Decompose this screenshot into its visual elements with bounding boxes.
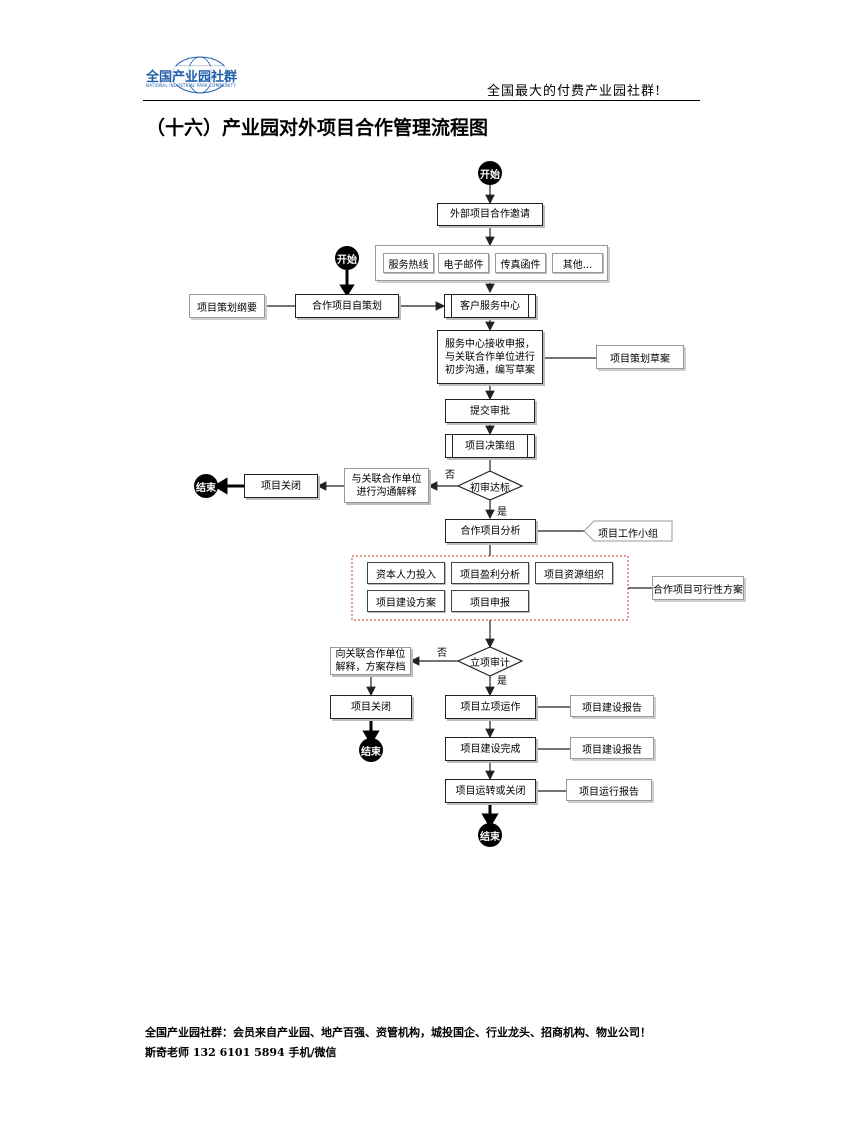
footer-line-1: 全国产业园社群：会员来自产业园、地产百强、资管机构，城投国企、行业龙头、招商机构… xyxy=(145,1026,651,1039)
analysis-step: 合作项目分析 xyxy=(445,519,536,543)
analysis-note: 项目工作小组 xyxy=(598,529,658,540)
channel-other: 其他... xyxy=(552,253,603,273)
complete-step: 项目建设完成 xyxy=(445,737,536,761)
channel-fax: 传真函件 xyxy=(495,253,546,273)
service-center-step: 客户服务中心 xyxy=(444,294,536,318)
channel-hotline: 服务热线 xyxy=(383,253,434,273)
operate-step: 项目立项运作 xyxy=(445,695,536,719)
analysis-item-profit: 项目盈利分析 xyxy=(451,562,529,584)
start-node-main: 开始 xyxy=(478,161,502,185)
approval-diamond xyxy=(456,646,524,677)
operate-note: 项目建设报告 xyxy=(570,695,654,717)
no-label-2: 否 xyxy=(437,648,447,659)
transfer-step: 项目运转或关闭 xyxy=(445,779,536,803)
self-plan-note: 项目策划纲要 xyxy=(189,294,265,318)
approval-label: 立项审计 xyxy=(470,657,510,669)
header-slogan: 全国最大的付费产业园社群! xyxy=(487,84,662,99)
analysis-item-resource: 项目资源组织 xyxy=(535,562,613,584)
footer-line-2: 斯奇老师 132 6101 5894 手机/微信 xyxy=(145,1046,337,1059)
initial-review-label: 初审达标 xyxy=(470,482,510,494)
close-step-1: 项目关闭 xyxy=(244,474,318,498)
decision-group-step: 项目决策组 xyxy=(445,434,535,458)
no-label-1: 否 xyxy=(445,470,455,481)
explain-step: 向关联合作单位解释，方案存档 xyxy=(330,647,411,675)
close-step-2: 项目关闭 xyxy=(330,695,412,719)
analysis-item-capital: 资本人力投入 xyxy=(367,562,445,584)
logo-subtext: NATIONAL INDUSTRIAL PARK COMMUNITY xyxy=(146,83,236,88)
end-node-2: 结束 xyxy=(359,738,383,762)
self-plan-step: 合作项目自策划 xyxy=(295,294,399,318)
receive-step: 服务中心接收申报，与关联合作单位进行初步沟通，编写草案 xyxy=(437,330,543,384)
header-divider xyxy=(143,100,700,101)
analysis-item-apply: 项目申报 xyxy=(451,590,529,612)
communicate-step: 与关联合作单位进行沟通解释 xyxy=(344,468,429,503)
start-node-self: 开始 xyxy=(335,246,359,270)
submit-step: 提交审批 xyxy=(445,399,535,423)
logo: 全国产业园社群 NATIONAL INDUSTRIAL PARK COMMUNI… xyxy=(140,54,250,96)
yes-label-2: 是 xyxy=(497,676,507,687)
page-title: （十六）产业园对外项目合作管理流程图 xyxy=(146,117,489,139)
logo-text: 全国产业园社群 xyxy=(146,66,238,85)
initial-review-diamond xyxy=(456,470,524,501)
end-node-1: 结束 xyxy=(194,474,218,498)
analysis-item-plan: 项目建设方案 xyxy=(367,590,445,612)
receive-note: 项目策划草案 xyxy=(596,345,684,369)
channel-email: 电子邮件 xyxy=(438,253,489,273)
transfer-note: 项目运行报告 xyxy=(566,779,652,801)
feasibility-note: 合作项目可行性方案 xyxy=(652,576,744,600)
channels-group: 服务热线 电子邮件 传真函件 其他... xyxy=(375,245,608,281)
end-node-3: 结束 xyxy=(478,823,502,847)
invite-step: 外部项目合作邀请 xyxy=(437,203,543,226)
yes-label-1: 是 xyxy=(497,507,507,518)
complete-note: 项目建设报告 xyxy=(570,737,654,759)
analysis-group-box xyxy=(351,555,629,621)
